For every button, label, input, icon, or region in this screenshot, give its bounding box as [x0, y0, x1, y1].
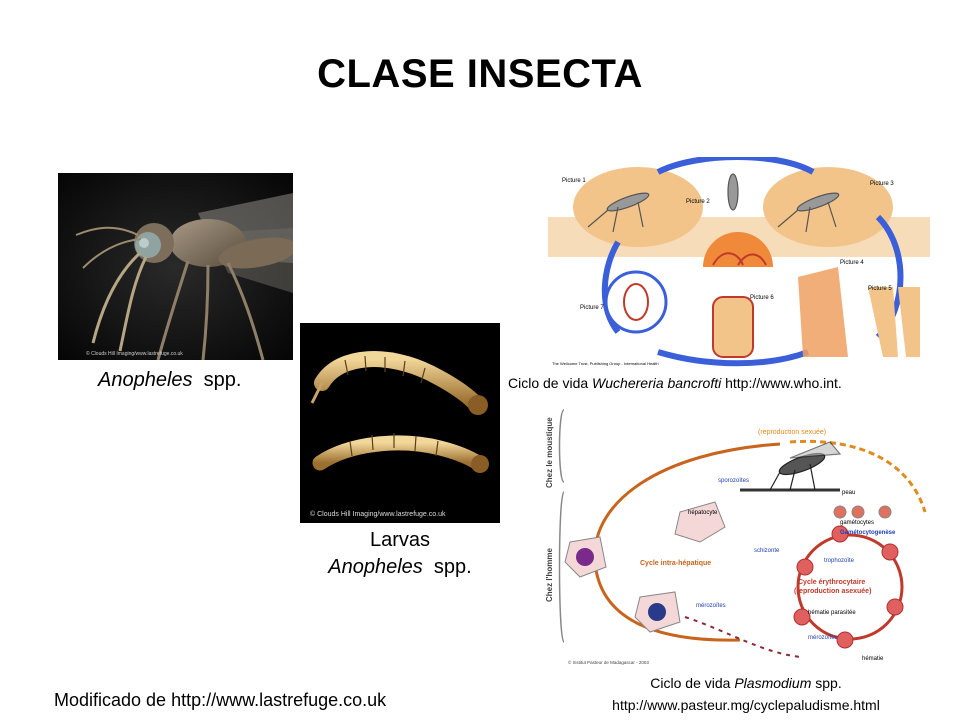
mosquito-photo: © Clouds Hill Imaging/www.lastrefuge.co.…: [58, 173, 293, 360]
larvae-photo: © Clouds Hill Imaging/www.lastrefuge.co.…: [300, 323, 500, 523]
plasmo-label-hematie: hématie: [862, 656, 884, 662]
wuch-credit: The Wellcome Trust, Publishing Group - I…: [552, 361, 659, 366]
wuchereria-caption-prefix: Ciclo de vida: [508, 375, 593, 391]
wuch-label-2: Picture 2: [686, 199, 710, 205]
plasmo-label-cycle-ery2: (reproduction asexuée): [794, 588, 871, 595]
plasmo-credit: © Institut Pasteur de Madagascar - 2003: [568, 659, 649, 665]
larvae-watermark: © Clouds Hill Imaging/www.lastrefuge.co.…: [310, 510, 446, 518]
plasmo-label-peau: peau: [842, 490, 855, 496]
wuchereria-caption-species: Wuchereria bancrofti: [592, 375, 722, 391]
wuchereria-caption: Ciclo de vida Wuchereria bancrofti http:…: [508, 375, 842, 391]
plasmodium-caption-genus: Plasmodium: [734, 675, 812, 691]
plasmodium-diagram: Chez le moustique Chez l'homme: [540, 402, 952, 668]
plasmodium-caption-suffix: spp.: [811, 675, 842, 691]
plasmo-label-merozoites2: mérozoïtes: [808, 635, 838, 641]
plasmo-label-cycle-ery1: Cycle érythrocytaire: [798, 579, 865, 586]
plasmo-side-top: Chez le moustique: [545, 417, 554, 488]
wuch-label-7: Picture 7: [580, 305, 604, 311]
mosquito-image: © Clouds Hill Imaging/www.lastrefuge.co.…: [58, 173, 293, 360]
plasmodium-caption-url: http://www.pasteur.mg/cyclepaludisme.htm…: [612, 697, 880, 713]
plasmo-label-cycle-intra: Cycle intra-hépatique: [640, 560, 711, 567]
plasmo-label-schizonte: schizonte: [754, 548, 780, 554]
mosquito-caption: Anopheles spp.: [98, 369, 241, 392]
plasmo-label-merozoites1: mérozoïtes: [696, 603, 726, 609]
wuchereria-caption-url: http://www.who.int.: [725, 375, 842, 391]
larvae-image: © Clouds Hill Imaging/www.lastrefuge.co.…: [300, 323, 500, 523]
plasmo-label-repro-sexual: (reproduction sexuée): [758, 429, 826, 436]
wuch-label-4: Picture 4: [840, 260, 864, 266]
mosquito-watermark: © Clouds Hill Imaging/www.lastrefuge.co.…: [86, 350, 183, 357]
plasmo-label-sporozoites: sporozoïtes: [718, 478, 749, 484]
mosquito-caption-genus: Anopheles: [98, 369, 193, 391]
plasmodium-caption-prefix: Ciclo de vida: [650, 675, 735, 691]
larvae-caption: Larvas Anopheles spp.: [300, 527, 500, 581]
plasmodium-caption: Ciclo de vida Plasmodium spp. http://www…: [540, 672, 952, 716]
mosquito-caption-suffix: spp.: [203, 369, 242, 391]
plasmodium-cycle-image: Chez le moustique Chez l'homme: [540, 402, 952, 668]
slide-title: CLASE INSECTA: [317, 52, 643, 96]
footer-source: Modificado de http://www.lastrefuge.co.u…: [54, 690, 387, 710]
wuch-label-1: Picture 1: [562, 178, 586, 184]
plasmo-label-hepatocyte: hépatocyte: [688, 510, 718, 516]
wuch-label-6: Picture 6: [750, 295, 774, 301]
larvae-caption-genus: Anopheles: [328, 556, 423, 578]
wuch-label-3: Picture 3: [870, 181, 894, 187]
wuchereria-cycle-image: Picture 1 Picture 2 Picture 3 Picture 4 …: [548, 157, 930, 369]
larvae-caption-line1: Larvas: [369, 529, 431, 551]
plasmo-label-gametocytes: gamétocytes: [840, 520, 874, 526]
plasmo-side-bottom: Chez l'homme: [545, 548, 554, 602]
plasmo-label-hematie-parasitee: hématie parasitée: [808, 610, 856, 616]
wuchereria-diagram: Picture 1 Picture 2 Picture 3 Picture 4 …: [548, 157, 930, 369]
larvae-caption-suffix: spp.: [433, 556, 472, 578]
wuch-label-5: Picture 5: [868, 286, 892, 292]
plasmo-label-trophozoite: trophozoïte: [824, 558, 855, 564]
plasmo-label-gametocytogenese: Gamétocytogenèse: [840, 530, 896, 536]
